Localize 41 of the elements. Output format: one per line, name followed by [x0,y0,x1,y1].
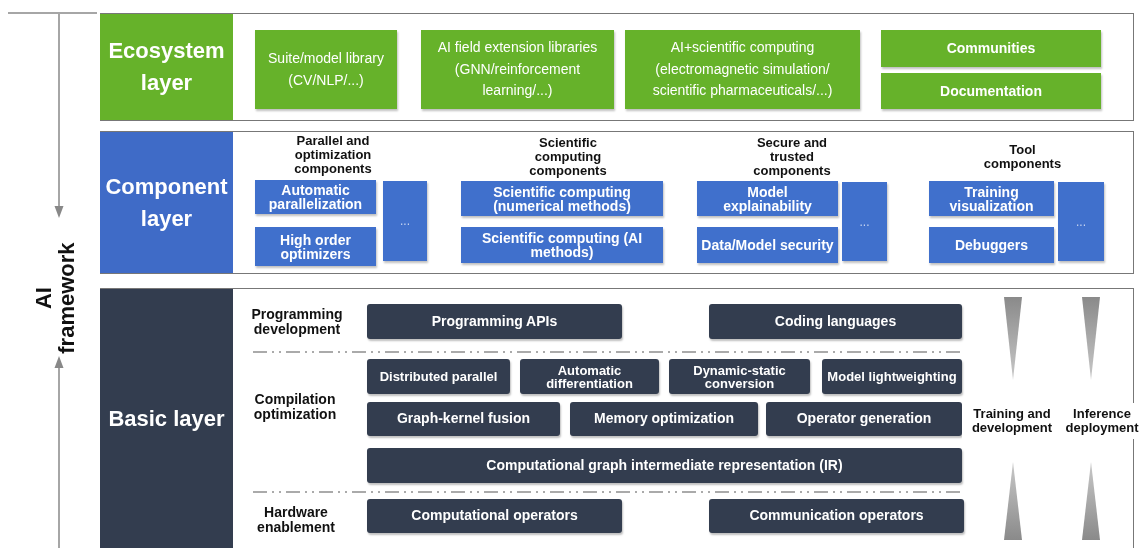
component-box: Model explainability [697,181,838,216]
ecosystem-item-box: AI+scientific computing (electromagnetic simulation/ scientific pharmaceuticals/...) [625,30,860,109]
row-label: Compilation optimization [252,389,338,424]
basic-module-box: Communication operators [709,499,964,533]
ecosystem-item-box: Documentation [881,73,1101,109]
basic-module-box: Computational graph intermediate representation (IR) [367,448,962,483]
layer-header: Component layer [100,132,233,273]
component-box: Scientific computing (numerical methods) [461,181,663,216]
component-box: Scientific computing (AI methods) [461,227,663,263]
basic-module-box: Coding languages [709,304,962,339]
group-heading: Secure and trusted components [752,136,832,178]
group-heading: Tool components [982,141,1063,173]
basic-module-box: Memory optimization [570,402,758,436]
component-box: Training visualization [929,181,1054,216]
layer-header: Basic layer [100,289,233,548]
ecosystem-item-box: Suite/model library (CV/NLP/...) [255,30,397,109]
layer-panel [100,131,1134,274]
component-box: Automatic parallelization [255,180,376,214]
group-heading: Scientific computing components [528,136,608,178]
basic-module-box: Dynamic-static conversion [669,359,810,394]
component-box: High order optimizers [255,227,376,266]
component-box: Data/Model security [697,227,838,263]
ecosystem-item-box: AI field extension libraries (GNN/reinforcement learning/...) [421,30,614,109]
more-items-box: ... [842,182,887,261]
layer-panel [100,13,1134,121]
ecosystem-item-box: Communities [881,30,1101,67]
basic-module-box: Model lightweighting [822,359,962,394]
layer-header: Ecosystem layer [100,14,233,120]
basic-module-box: Programming APIs [367,304,622,339]
basic-module-box: Graph-kernel fusion [367,402,560,436]
basic-module-box: Distributed parallel [367,359,510,394]
more-items-box: ... [383,181,427,261]
row-label: Hardware enablement [256,502,336,537]
axis-title: AI framework [31,241,79,356]
group-heading: Parallel and optimization components [293,134,373,176]
basic-module-box: Computational operators [367,499,622,533]
more-items-box: ... [1058,182,1104,261]
row-label: Programming development [250,304,344,339]
basic-module-box: Automatic differentiation [520,359,659,394]
component-box: Debuggers [929,227,1054,263]
basic-module-box: Operator generation [766,402,962,436]
